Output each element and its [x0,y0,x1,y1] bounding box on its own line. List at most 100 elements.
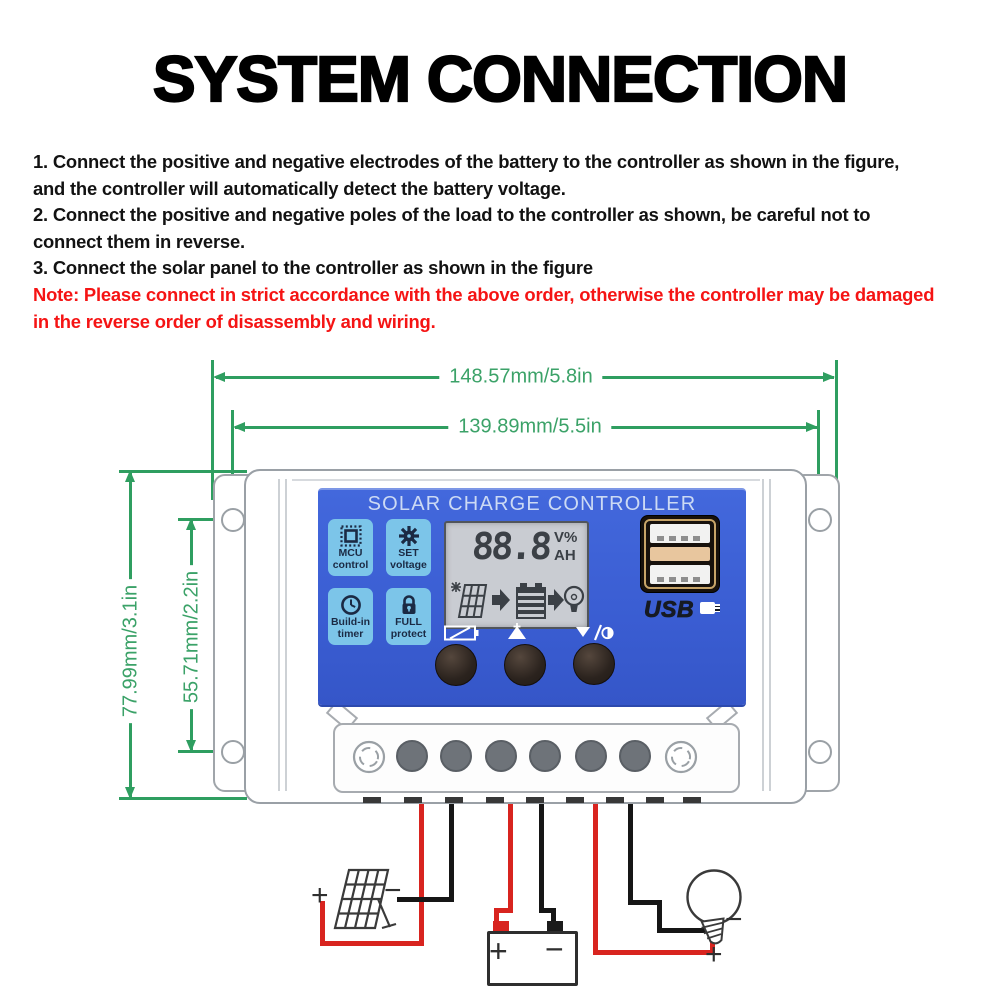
wire-slot [363,797,381,803]
dim-ext-line [835,360,838,500]
light-bulb-icon [686,869,742,945]
mounting-hole [221,508,245,532]
arrowhead-up-icon [186,518,196,530]
warning-note-line-1: Note: Please connect in strict accordanc… [33,284,935,305]
load-negative-wire [628,799,633,905]
gear-icon [398,525,419,546]
battery-minus-sign: − [545,931,564,967]
dim-label-height-inner: 55.71mm/2.2in [180,564,204,710]
solar-positive-wire [419,799,424,946]
terminal-screw [619,740,651,772]
instruction-step-3: 3. Connect the solar panel to the contro… [33,257,593,278]
up-button [504,644,546,686]
button-legend-icons [444,623,614,641]
settings-button [435,644,477,686]
feature-label: protect [390,627,427,640]
feature-tile-timer: Build-in timer [328,588,373,645]
down-arrow-light-icon [576,624,614,641]
lcd-solar-icon [457,584,488,618]
solar-positive-wire [320,901,325,946]
ring-terminal [664,740,698,774]
ring-terminal [352,740,386,774]
arrow-right-icon [492,589,510,611]
arrowhead-right-icon [806,422,818,432]
dim-ext-line [211,360,214,500]
solar-negative-wire [397,897,454,902]
body-bevel [769,479,771,791]
arrowhead-down-icon [125,787,135,799]
feature-tile-set-voltage: SET voltage [386,519,431,576]
mounting-hole [808,740,832,764]
dim-label-width-inner: 139.89mm/5.5in [448,415,612,439]
controller-face-panel: SOLAR CHARGE CONTROLLER MCU control [318,488,746,705]
instruction-step-2b: connect them in reverse. [33,231,245,252]
body-bevel [285,479,287,791]
terminal-screw [396,740,428,772]
battery-negative-wire [539,908,556,913]
battery-positive-wire [494,908,499,924]
usb-port-top [650,524,710,543]
arrowhead-left-icon [233,422,245,432]
usb-plug-icon [700,602,715,614]
lcd-bulb-icon [563,585,585,612]
dim-tick [178,518,234,521]
arrowhead-left-icon [213,372,225,382]
wire-slot [404,797,422,803]
wire-slot [486,797,504,803]
load-negative-wire [657,928,706,933]
usb-ports [640,515,720,593]
battery-negative-wire [551,908,556,924]
terminal-screw [575,740,607,772]
terminal-screw [529,740,561,772]
battery-negative-wire [539,799,544,913]
wire-slot [606,797,624,803]
battery-legend-icon [444,625,476,641]
load-minus-sign: − [725,903,743,936]
solar-panel-icon [333,868,397,930]
body-bevel [762,479,764,791]
arrowhead-down-icon [186,740,196,752]
wire-slot [683,797,701,803]
wire-slot [445,797,463,803]
feature-tile-mcu: MCU control [328,519,373,576]
dim-tick [119,470,247,473]
instruction-step-2a: 2. Connect the positive and negative pol… [33,204,871,225]
body-bevel [278,479,280,791]
lcd-flow-icons [451,582,585,619]
feature-label: control [332,558,369,571]
feature-label: MCU [338,546,363,559]
lcd-unit-volt-percent: V% [554,529,578,546]
usb-plug-icon [715,604,720,612]
load-negative-wire [628,900,662,905]
mounting-hole [221,740,245,764]
lcd-display: 88.8 V% AH [444,521,589,629]
battery-positive-wire [494,908,513,913]
load-negative-wire [657,900,662,933]
load-positive-wire [593,799,598,955]
dim-tick [178,750,234,753]
body-bevel [292,479,760,481]
down-button [573,643,615,685]
mcu-chip-icon [339,524,362,547]
dim-ext-line [231,410,234,518]
controller-title: SOLAR CHARGE CONTROLLER [367,493,697,515]
battery-negative-terminal [547,921,563,932]
dim-label-width-outer: 148.57mm/5.8in [439,365,603,389]
arrowhead-up-icon [125,470,135,482]
mounting-hole [808,508,832,532]
feature-label: SET [398,546,419,559]
wire-slot [646,797,664,803]
lock-icon [402,594,415,614]
usb-frame [644,519,716,589]
wire-slot [566,797,584,803]
battery-plus-sign: + [489,933,508,969]
feature-tile-protect: FULL protect [386,588,431,645]
terminal-screw [440,740,472,772]
usb-label: USB [644,596,695,623]
lcd-value: 88.8 [470,525,551,568]
arrowhead-right-icon [823,372,835,382]
load-plus-sign: + [705,938,723,971]
dim-ext-line [817,410,820,518]
terminal-screw [485,740,517,772]
